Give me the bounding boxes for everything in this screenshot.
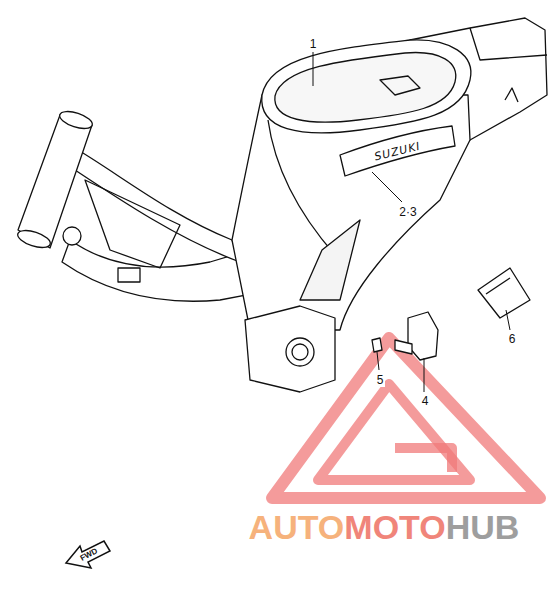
callout-number: 1 (308, 37, 319, 51)
callout-number: 4 (420, 394, 431, 408)
watermark: HUB (446, 510, 520, 544)
fwd-arrow (66, 541, 110, 568)
callout-number: 5 (375, 373, 386, 387)
callout-number: 6 (507, 332, 518, 346)
frame-body (16, 18, 547, 392)
leader-lines (313, 52, 510, 392)
watermark: AUTO (249, 510, 345, 544)
callout-number: 2·3 (397, 205, 418, 219)
watermark: MOTO (344, 510, 445, 544)
